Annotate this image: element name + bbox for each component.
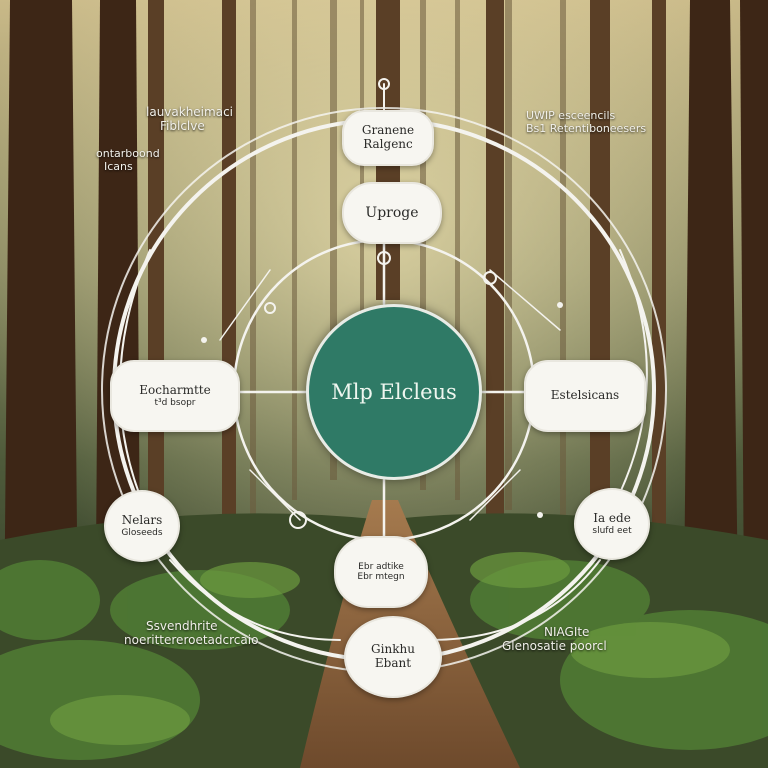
node-bottom-line1: Ginkhu xyxy=(371,642,415,657)
arc-bottom-left xyxy=(169,559,341,641)
node-upper[interactable]: Uproge xyxy=(342,182,442,244)
annotation-bottom-left-line1: Ssvendhrite xyxy=(146,619,218,633)
hub-label: Mlp Elcleus xyxy=(331,380,457,404)
annotation-top-right-line2: Bs1 Retentiboneesers xyxy=(526,121,647,135)
node-left[interactable]: Eocharmtte t³d bsopr xyxy=(110,360,240,432)
annotation-top-left-line1: lauvakheimaci xyxy=(146,105,233,119)
node-top[interactable]: Granene Ralgenc xyxy=(342,110,434,166)
node-lower-left-line1: Nelars xyxy=(121,512,163,527)
annotation-top-right-line1: UWIP esceencils xyxy=(526,109,616,122)
thin-link-4 xyxy=(469,469,521,521)
thin-link-2 xyxy=(489,269,561,331)
node-lower-left-line2: Gloseeds xyxy=(121,527,163,538)
annotation-bottom-left: Ssvendhrite noerittereroetadcrcaio xyxy=(124,619,259,648)
node-bottom-mid[interactable]: Ebr adtike Ebr mtegn xyxy=(334,536,428,608)
node-top-line2: Ralgenc xyxy=(363,137,413,151)
annotation-bottom-left-line2: noerittereroetadcrcaio xyxy=(124,632,259,647)
node-lower-right-line2: slufd eet xyxy=(592,525,632,536)
node-lower-right-line1: Ia ede xyxy=(593,510,631,525)
thin-link-1 xyxy=(219,269,271,341)
node-bottom-mid-line1: Ebr adtike xyxy=(358,561,404,572)
annotation-top-right: UWIP esceencils Bs1 Retentiboneesers xyxy=(526,109,647,135)
node-left-line2: t³d bsopr xyxy=(154,397,196,408)
node-bottom-mid-line2: Ebr mtegn xyxy=(357,572,405,582)
node-lower-right[interactable]: Ia ede slufd eet xyxy=(574,488,650,560)
annotation-upper-left-line2: Icans xyxy=(104,159,133,173)
annotation-upper-left-line1: ontarboond xyxy=(96,147,160,160)
annotation-bottom-right: NIAGIte Glenosatie poorcl xyxy=(502,625,607,654)
connector-dots xyxy=(201,78,563,529)
fern-highlights xyxy=(50,552,730,745)
node-upper-line1: Uproge xyxy=(365,204,419,221)
node-bottom-line2: Ebant xyxy=(374,656,412,670)
arc-right xyxy=(605,249,648,521)
node-right-line1: Estelsicans xyxy=(550,388,620,403)
annotation-top-left: lauvakheimaci Fiblclve xyxy=(146,105,233,134)
node-right[interactable]: Estelsicans xyxy=(524,360,646,432)
annotation-bottom-right-line1: NIAGIte xyxy=(544,625,590,639)
thin-link-3 xyxy=(249,469,301,521)
node-top-line1: Granene xyxy=(361,123,415,138)
annotation-bottom-right-line2: Glenosatie poorcl xyxy=(502,638,607,653)
arc-bottom-right xyxy=(429,559,601,641)
central-hub-node[interactable]: Mlp Elcleus xyxy=(306,304,482,480)
annotation-top-left-line2: Fiblclve xyxy=(160,118,205,133)
node-lower-left[interactable]: Nelars Gloseeds xyxy=(104,490,180,562)
node-bottom[interactable]: Ginkhu Ebant xyxy=(344,616,442,698)
node-left-line1: Eocharmtte xyxy=(139,382,211,397)
annotation-upper-left: ontarboond Icans xyxy=(96,147,160,173)
